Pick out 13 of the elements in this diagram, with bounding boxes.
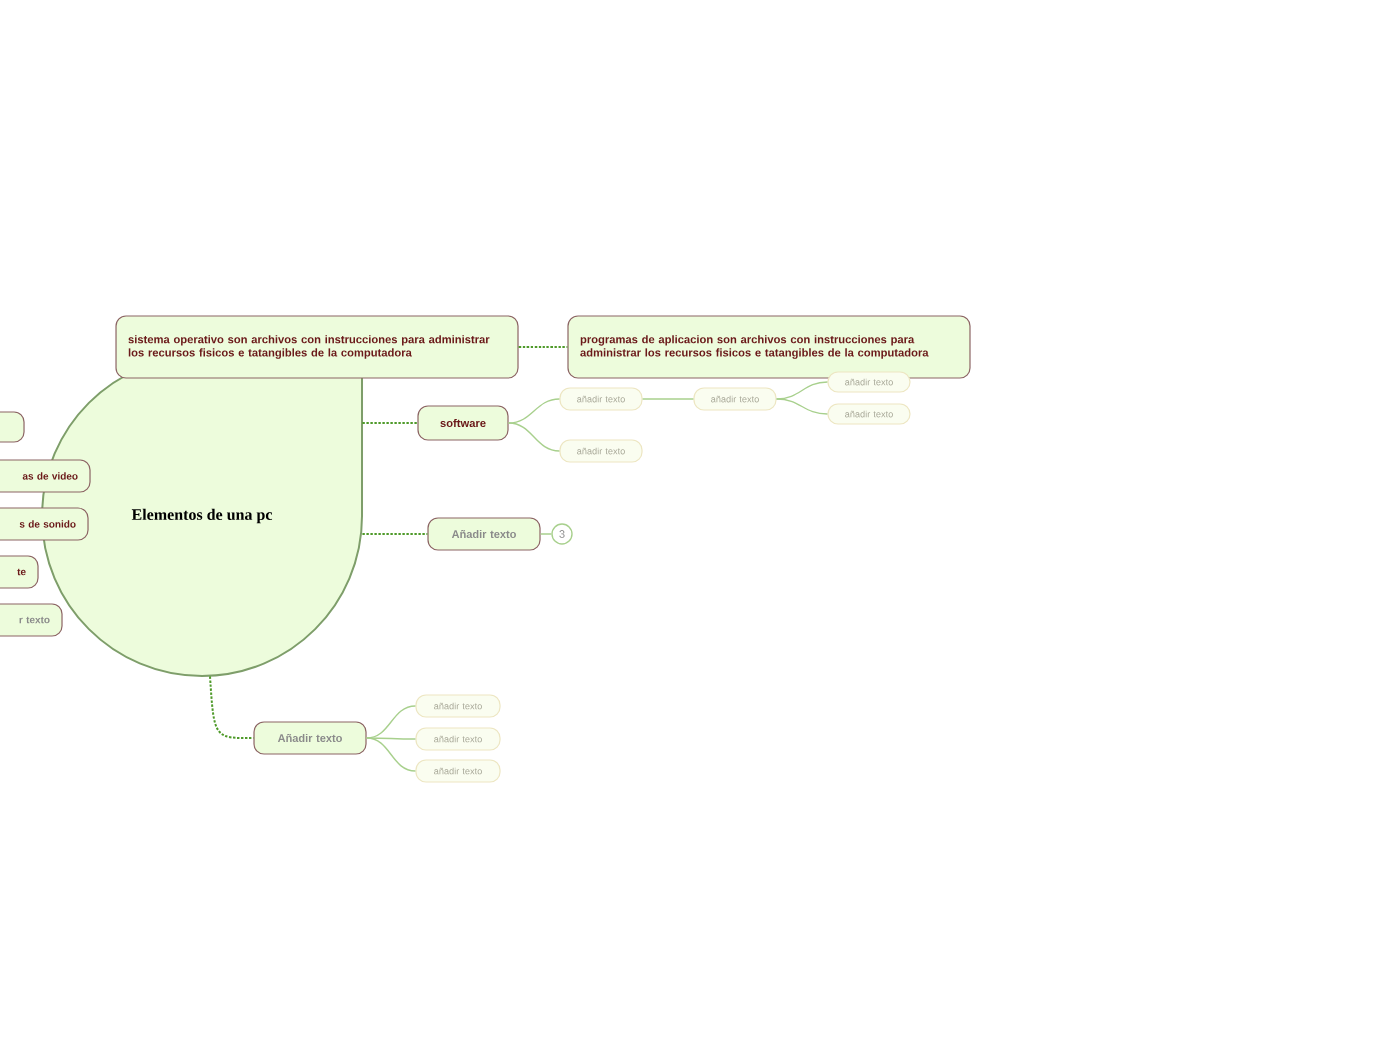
connector-line xyxy=(507,398,561,424)
connector-line xyxy=(209,675,255,740)
connector-line xyxy=(361,533,429,535)
connector-line xyxy=(539,533,552,535)
connector-line xyxy=(365,737,417,772)
topic-box xyxy=(0,411,25,443)
connector-line xyxy=(641,398,695,400)
connector-line xyxy=(507,422,561,452)
connector-line xyxy=(775,398,829,415)
connector-line xyxy=(775,381,829,400)
connector-line xyxy=(517,346,569,348)
connector-line xyxy=(365,737,417,740)
connector-line xyxy=(361,422,419,424)
